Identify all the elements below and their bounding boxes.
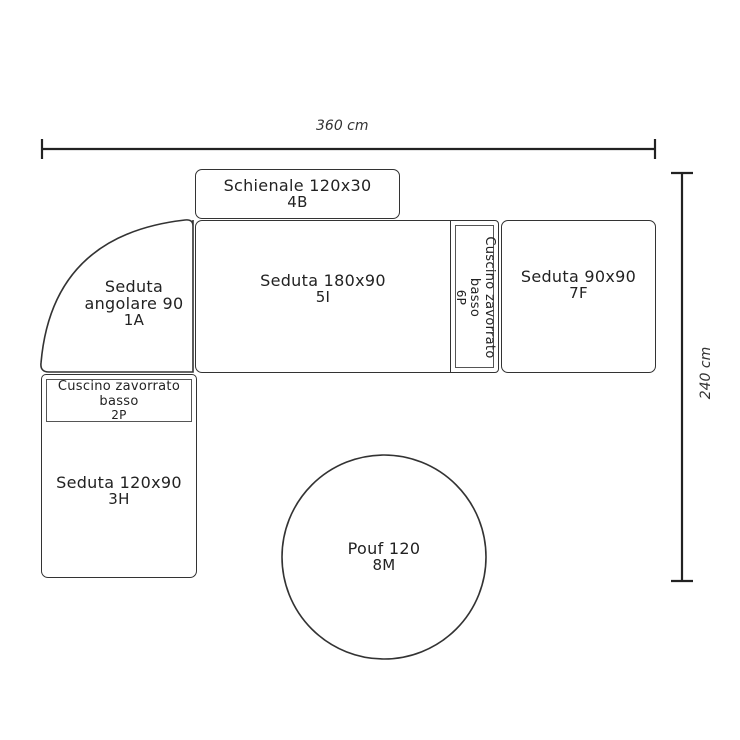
cushion-6p-inner-border — [455, 225, 494, 368]
seat-180x90-5i-name: Seduta 180x90 — [260, 270, 386, 290]
seat-120x90-3h-name: Seduta 120x90 — [56, 473, 182, 492]
cushion-2p-inner-border — [46, 379, 192, 422]
cushion-2p-line2: basso — [99, 394, 139, 409]
seat-180x90-5i: Seduta 180x90 5I — [195, 220, 451, 373]
corner-seat-1a-line1: Seduta — [104, 277, 164, 296]
backrest-4b-name: Schienale 120x30 — [223, 176, 372, 195]
pouf-8m-name: Pouf 120 — [347, 539, 421, 558]
seat-90x90-7f-name: Seduta 90x90 — [520, 266, 637, 286]
seat-120x90-3h-code: 3H — [108, 490, 130, 508]
cushion-6p-line2: basso — [467, 277, 482, 318]
pouf-8m-label: Pouf 120 8M — [324, 540, 444, 574]
corner-seat-1a-code: 1A — [123, 311, 145, 329]
pouf-8m-code: 8M — [372, 556, 396, 574]
backrest-4b-code: 4B — [287, 193, 308, 211]
cushion-2p: Cuscino zavorrato basso 2P — [41, 374, 197, 427]
width-dimension-label: 360 cm — [316, 118, 369, 134]
cushion-6p: Cuscino zavorrato basso 6P — [450, 220, 499, 373]
cushion-2p-line1: Cuscino zavorrato — [57, 379, 181, 394]
cushion-6p-line1: Cuscino zavorrato — [482, 236, 497, 359]
backrest-4b: Schienale 120x30 4B — [195, 169, 400, 219]
seat-90x90-7f-code: 7F — [569, 283, 588, 302]
corner-seat-shape — [40, 219, 194, 373]
corner-seat-1a-label: Seduta angolare 90 1A — [68, 278, 200, 329]
seat-180x90-5i-code: 5I — [315, 287, 331, 306]
cushion-2p-code: 2P — [111, 408, 127, 422]
height-dimension-label: 240 cm — [698, 346, 714, 400]
corner-seat-1a-line2: angolare 90 — [84, 294, 184, 313]
cushion-6p-code: 6P — [454, 289, 468, 306]
seat-120x90-3h: Seduta 120x90 3H — [41, 426, 197, 578]
pouf-shape — [281, 454, 487, 660]
seat-90x90-7f: Seduta 90x90 7F — [501, 220, 656, 373]
cushion-6p-label: Cuscino zavorrato basso 6P — [453, 225, 498, 370]
